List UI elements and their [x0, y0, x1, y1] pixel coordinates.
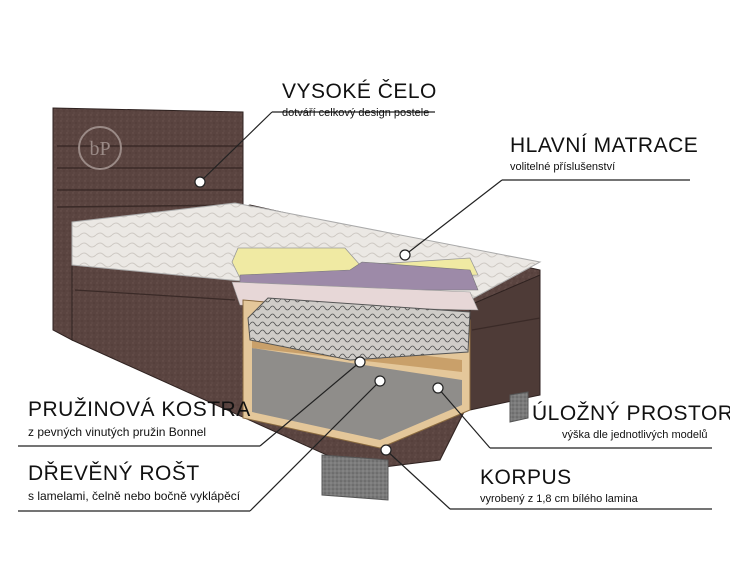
bed-legs: [321, 391, 529, 501]
callout-slatted-base-title: DŘEVĚNÝ ROŠT: [28, 462, 200, 485]
brand-logo: bP: [78, 126, 122, 170]
callout-slatted-base: DŘEVĚNÝ ROŠT s lamelami, čelně nebo bočn…: [28, 462, 240, 503]
callout-body-title: KORPUS: [480, 466, 572, 489]
callout-main-mattress-title: HLAVNÍ MATRACE: [510, 134, 699, 157]
callout-body-subtitle: vyrobený z 1,8 cm bílého lamina: [480, 493, 638, 505]
callout-storage-title: ÚLOŽNÝ PROSTOR: [532, 402, 730, 425]
callout-main-mattress-subtitle: volitelné příslušenství: [510, 161, 616, 173]
callout-spring-frame: PRUŽINOVÁ KOSTRA z pevných vinutých pruž…: [28, 398, 251, 439]
callout-body: KORPUS vyrobený z 1,8 cm bílého lamina: [480, 466, 638, 505]
callout-headboard-subtitle: dotváří celkový design postele: [282, 107, 430, 119]
callout-storage: ÚLOŽNÝ PROSTOR výška dle jednotlivých mo…: [532, 402, 730, 441]
callout-headboard: VYSOKÉ ČELO dotváří celkový design poste…: [282, 80, 437, 119]
callout-storage-subtitle: výška dle jednotlivých modelů: [562, 429, 708, 441]
callout-main-mattress: HLAVNÍ MATRACE volitelné příslušenství: [510, 134, 698, 173]
callout-spring-frame-subtitle: z pevných vinutých pružin Bonnel: [28, 425, 207, 439]
spring-frame: [247, 297, 471, 361]
logo-monogram: bP: [89, 138, 110, 160]
callout-lines: [18, 111, 712, 512]
callout-slatted-base-subtitle: s lamelami, čelně nebo bočně vyklápěcí: [28, 489, 241, 503]
main-mattress: [71, 202, 542, 311]
callout-spring-frame-title: PRUŽINOVÁ KOSTRA: [28, 398, 251, 421]
callout-headboard-title: VYSOKÉ ČELO: [282, 80, 437, 103]
